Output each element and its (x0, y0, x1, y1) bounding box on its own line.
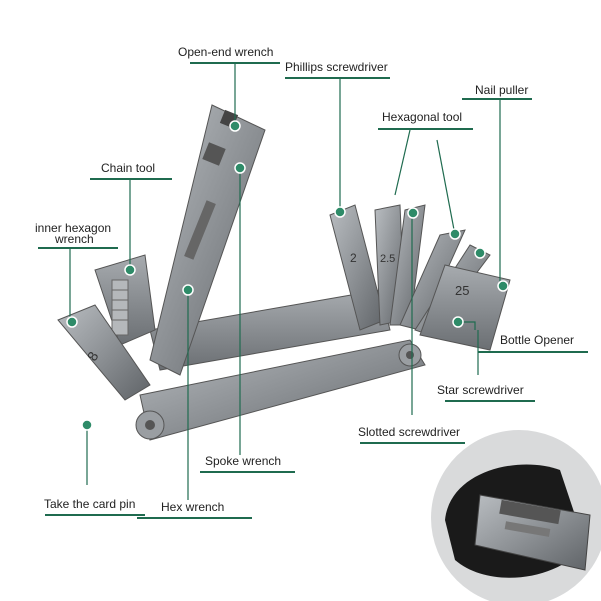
label-phillips-screwdriver: Phillips screwdriver (285, 60, 388, 74)
plate-25-marking: 25 (455, 283, 469, 298)
underline-open-end-wrench (190, 62, 280, 64)
underline-nail-puller (462, 98, 532, 100)
label-take-the-card-pin: Take the card pin (44, 497, 136, 511)
label-hexagonal-tool: Hexagonal tool (382, 110, 463, 124)
label-star-screwdriver: Star screwdriver (437, 383, 524, 397)
label-hex-wrench: Hex wrench (161, 500, 225, 514)
label-bottle-opener: Bottle Opener (500, 333, 575, 347)
label-nail-puller: Nail puller (475, 83, 529, 97)
underline-bottle-opener (478, 351, 588, 353)
leader-lines (69, 62, 501, 500)
underline-hexagonal-tool (378, 128, 473, 130)
underline-spoke-wrench (200, 471, 295, 473)
label-inner-hexagon-wrench: wrench (55, 232, 94, 246)
label-chain-tool: Chain tool (101, 161, 156, 175)
underline-chain-tool (90, 178, 172, 180)
right-bits: 2 2.5 25 (329, 204, 511, 351)
label-spoke-wrench: Spoke wrench (205, 454, 282, 468)
hex-25-marking: 2.5 (380, 253, 395, 265)
underline-phillips-screwdriver (285, 77, 390, 79)
underline-take-the-card-pin (45, 514, 145, 516)
inset-photo (431, 430, 601, 601)
underline-star-screwdriver (445, 400, 535, 402)
label-slotted-screwdriver: Slotted screwdriver (358, 425, 461, 439)
underline-inner-hexagon-wrench (38, 247, 118, 249)
label-inner-hexagon: inner hexagon (35, 221, 112, 235)
spoke-wrench-plate (149, 104, 266, 376)
label-open-end-wrench: Open-end wrench (178, 45, 274, 59)
hex-2-marking: 2 (350, 251, 357, 265)
underline-slotted-screwdriver (360, 442, 465, 444)
callout-dots (66, 120, 509, 431)
underline-hex-wrench (137, 517, 252, 519)
chain-tool-shape (94, 254, 156, 346)
